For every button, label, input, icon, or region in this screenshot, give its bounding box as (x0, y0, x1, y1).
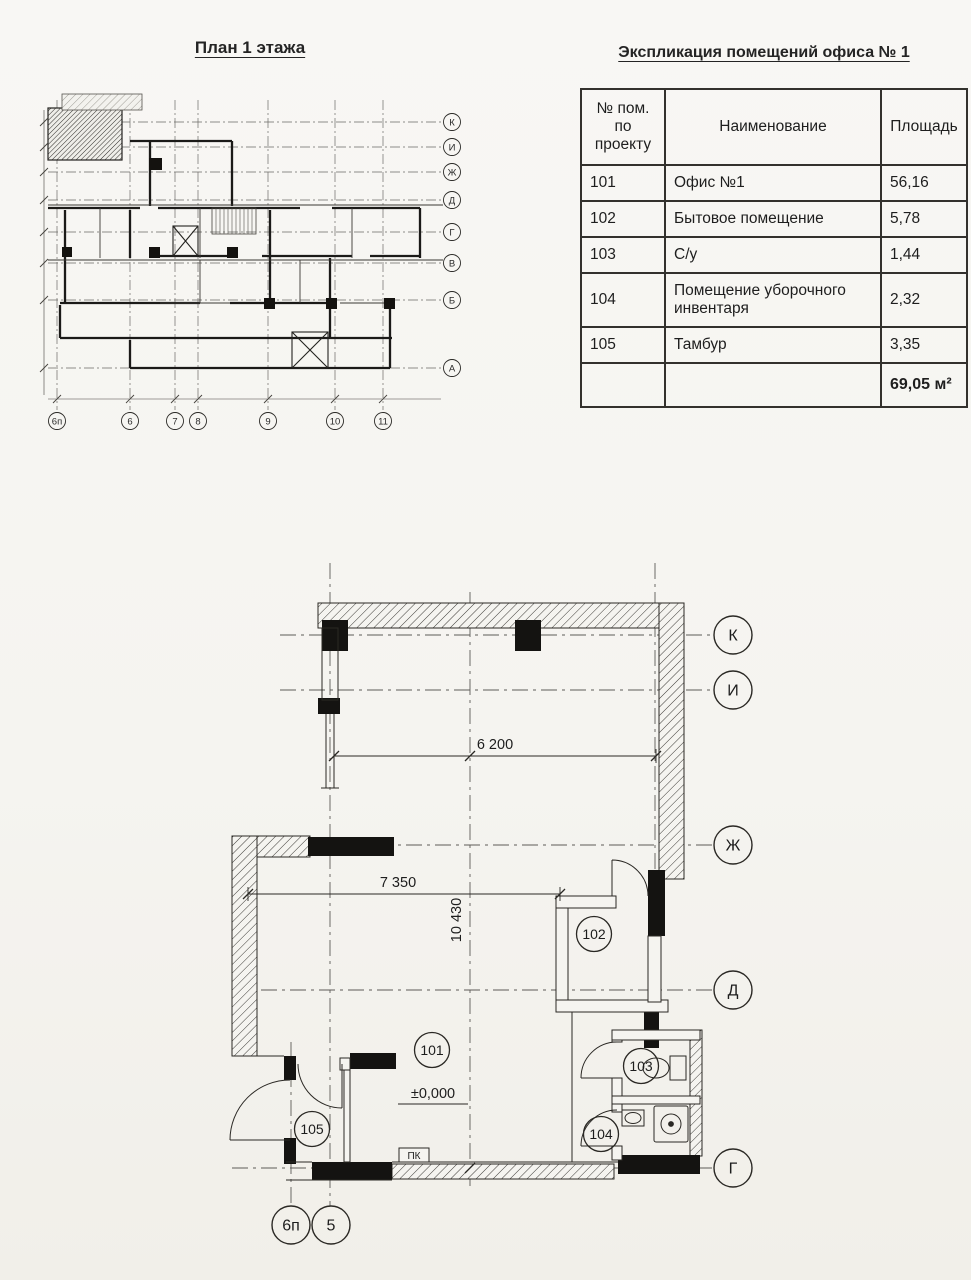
axis-letter-k: К (728, 628, 738, 645)
small-axis-number: 6п (52, 416, 62, 427)
large-plan-axis-markers-bottom (271, 1205, 351, 1245)
small-axis-letter: А (449, 363, 456, 374)
table-row: 103 С/у 1,44 (580, 236, 968, 274)
small-axis-number: 6 (127, 416, 132, 427)
small-axis-letter: В (449, 258, 455, 269)
room-name-cell: С/у (664, 236, 882, 274)
room-number-cell: 103 (580, 236, 666, 274)
room-number-cell: 101 (580, 164, 666, 202)
small-axis-letter: Г (449, 227, 454, 238)
small-axis-letter: Ж (448, 167, 457, 178)
dimension-vertical: 10 430 (449, 898, 465, 942)
table-row: 105 Тамбур 3,35 (580, 326, 968, 364)
room-area-cell: 1,44 (880, 236, 968, 274)
room-area-cell: 3,35 (880, 326, 968, 364)
table-body: 101 Офис №1 56,16 102 Бытовое помещение … (580, 164, 968, 408)
room-name-cell: Тамбур (664, 326, 882, 364)
small-plan: К И Ж Д Г В Б А 6п 6 7 8 9 10 11 (39, 93, 461, 430)
axis-letter-zh: Ж (726, 838, 741, 855)
table-row: 104 Помещение уборочного инвентаря 2,32 (580, 272, 968, 328)
level-mark: ±0,000 (411, 1086, 455, 1102)
small-axis-number: 11 (378, 416, 388, 427)
axis-letter-d: Д (728, 983, 739, 1000)
floor-plan-title: План 1 этажа (194, 38, 306, 57)
pk-label: ПК (407, 1151, 420, 1162)
room-area-cell: 2,32 (880, 272, 968, 328)
large-plan: ПК 6 200 7 350 10 430 ±0,000 (229, 563, 753, 1245)
small-axis-letter: И (449, 142, 456, 153)
total-area-cell: 69,05 м² (880, 362, 968, 408)
small-plan-stairs (211, 207, 257, 235)
small-plan-shaft (291, 331, 329, 369)
table-total-row: 69,05 м² (580, 362, 968, 408)
sink-fixture (621, 1109, 645, 1127)
axis-letter-i: И (727, 683, 739, 700)
room-label-102: 102 (582, 926, 606, 942)
large-plan-hatched-walls (231, 602, 703, 1180)
room-area-cell: 5,78 (880, 200, 968, 238)
header-cell-area: Площадь (880, 88, 968, 166)
total-empty-cell (580, 362, 666, 408)
dimension-mid: 7 350 (380, 875, 416, 891)
room-label-101: 101 (420, 1042, 444, 1058)
dimension-lines (242, 749, 662, 1174)
small-plan-hatched-roof (61, 93, 143, 111)
room-label-103: 103 (629, 1058, 653, 1074)
room-number-cell: 102 (580, 200, 666, 238)
total-empty-cell (664, 362, 882, 408)
table-row: 101 Офис №1 56,16 (580, 164, 968, 202)
schedule-title: Экспликация помещений офиса № 1 (618, 44, 910, 61)
large-plan-black-walls (284, 620, 700, 1180)
small-plan-columns (62, 158, 395, 309)
room-name-cell: Бытовое помещение (664, 200, 882, 238)
small-plan-axis-markers-right (443, 113, 461, 377)
small-axis-letter: Д (449, 195, 456, 206)
small-axis-number: 8 (195, 416, 200, 427)
pk-box (398, 1147, 430, 1163)
room-name-cell: Помещение уборочного инвентаря (664, 272, 882, 328)
small-plan-axis-markers-bottom (48, 412, 392, 430)
room-name-cell: Офис №1 (664, 164, 882, 202)
small-axis-number: 9 (265, 416, 270, 427)
dimension-top: 6 200 (477, 737, 513, 753)
small-plan-elevator-shaft (172, 225, 199, 257)
room-label-circles (293, 915, 660, 1153)
room-number-cell: 104 (580, 272, 666, 328)
table-header: № пом. по проекту Наименование Площадь (580, 88, 968, 166)
axis-number-5: 5 (327, 1218, 336, 1235)
small-axis-letter: Б (449, 295, 455, 306)
small-plan-hatched-block (47, 107, 123, 161)
room-label-105: 105 (300, 1121, 324, 1137)
header-cell-number: № пом. по проекту (580, 88, 666, 166)
large-plan-partition-walls (321, 627, 701, 1163)
large-plan-axis-markers-right (713, 615, 753, 1188)
small-axis-number: 7 (172, 416, 177, 427)
room-area-cell: 56,16 (880, 164, 968, 202)
axis-letter-g: Г (729, 1161, 738, 1178)
small-axis-number: 10 (330, 416, 341, 427)
room-number-cell: 105 (580, 326, 666, 364)
small-axis-letter: К (449, 117, 455, 128)
washer-fixture (653, 1105, 689, 1143)
room-schedule-table: № пом. по проекту Наименование Площадь 1… (580, 88, 968, 408)
header-row: № пом. по проекту Наименование Площадь (580, 88, 968, 166)
large-plan-doors (229, 859, 649, 1147)
header-cell-name: Наименование (664, 88, 882, 166)
small-plan-walls-thin (48, 204, 443, 304)
room-label-104: 104 (589, 1126, 613, 1142)
table-row: 102 Бытовое помещение 5,78 (580, 200, 968, 238)
small-plan-dimension-line (39, 110, 441, 404)
axis-number-6p: 6п (282, 1218, 300, 1235)
